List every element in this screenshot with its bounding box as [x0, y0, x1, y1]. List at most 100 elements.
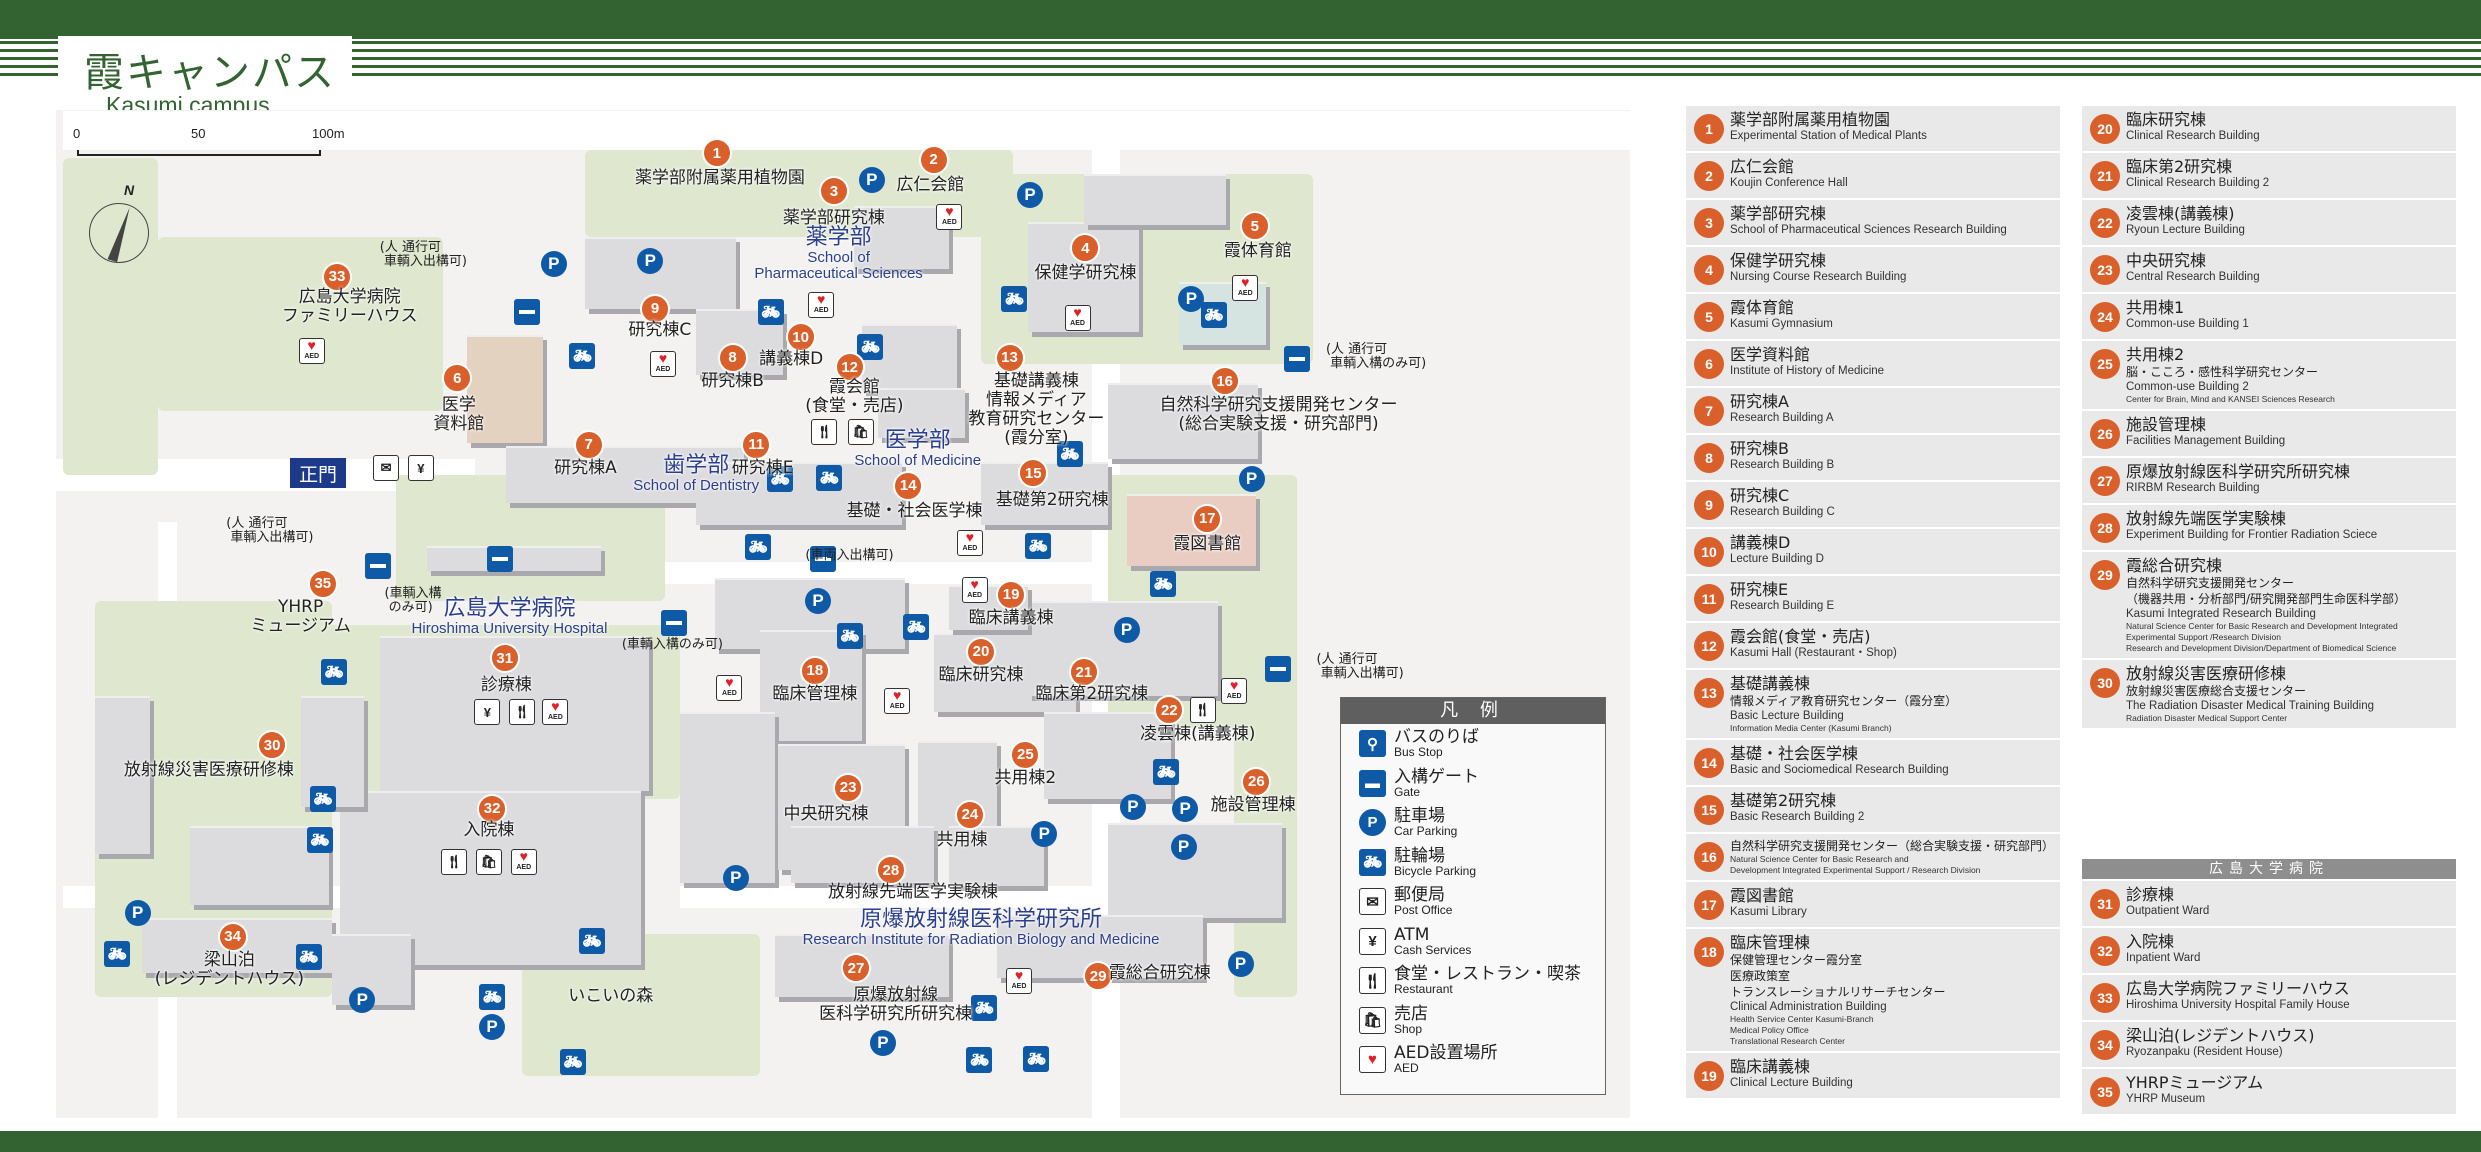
- map-label-17[interactable]: 霞図書館: [1173, 533, 1242, 554]
- map-marker-2[interactable]: 2: [918, 144, 949, 175]
- bicycle-icon[interactable]: 🚲︎: [1023, 1045, 1050, 1072]
- parking-icon[interactable]: P: [722, 865, 749, 892]
- map-marker-27[interactable]: 27: [841, 953, 872, 984]
- gate-icon[interactable]: [513, 298, 540, 325]
- bicycle-icon[interactable]: 🚲︎: [320, 659, 347, 686]
- parking-icon[interactable]: P: [1017, 181, 1044, 208]
- bicycle-icon[interactable]: 🚲︎: [1056, 441, 1083, 468]
- map-marker-15[interactable]: 15: [1018, 458, 1049, 489]
- parking-icon[interactable]: P: [124, 899, 151, 926]
- parking-icon[interactable]: P: [1113, 616, 1140, 643]
- map-label-16[interactable]: 自然科学研究支援開発センター (総合実験支援・研究部門): [1159, 394, 1398, 434]
- parking-icon[interactable]: P: [1178, 286, 1205, 313]
- bicycle-icon[interactable]: 🚲︎: [295, 944, 322, 971]
- parking-icon[interactable]: P: [1238, 466, 1265, 493]
- bicycle-icon[interactable]: 🚲︎: [836, 623, 863, 650]
- bicycle-icon[interactable]: 🚲︎: [1153, 759, 1180, 786]
- parking-icon[interactable]: P: [479, 1013, 506, 1040]
- gate-icon[interactable]: [661, 610, 688, 637]
- map-label-6[interactable]: 医学 資料館: [433, 394, 485, 434]
- map-marker-28[interactable]: 28: [875, 855, 906, 886]
- map-label-21[interactable]: 臨床第2研究棟: [1035, 684, 1149, 705]
- bicycle-icon[interactable]: 🚲︎: [306, 827, 333, 854]
- map-label-12[interactable]: 霞会館 (食堂・売店): [805, 377, 904, 417]
- map-marker-12[interactable]: 12: [834, 352, 865, 383]
- map-label-23[interactable]: 中央研究棟: [783, 804, 869, 825]
- map-label-22[interactable]: 凌雲棟(講義棟): [1140, 723, 1256, 744]
- map-marker-22[interactable]: 22: [1154, 695, 1185, 726]
- map-marker-29[interactable]: 29: [1083, 961, 1114, 992]
- map-marker-3[interactable]: 3: [818, 176, 849, 207]
- map-label-10[interactable]: 講義棟D: [759, 348, 824, 369]
- map-marker-4[interactable]: 4: [1070, 233, 1101, 264]
- parking-icon[interactable]: P: [1227, 950, 1254, 977]
- main-gate-label[interactable]: 正門: [290, 458, 346, 488]
- map-marker-13[interactable]: 13: [994, 342, 1025, 373]
- bicycle-icon[interactable]: 🚲︎: [479, 983, 506, 1010]
- bicycle-icon[interactable]: 🚲︎: [971, 994, 998, 1021]
- map-marker-7[interactable]: 7: [573, 429, 604, 460]
- gate-icon[interactable]: [809, 545, 836, 572]
- parking-icon[interactable]: P: [540, 251, 567, 278]
- map-marker-26[interactable]: 26: [1241, 766, 1272, 797]
- map-label-29[interactable]: 霞総合研究棟: [1108, 962, 1211, 983]
- map-label-28[interactable]: 放射線先端医学実験棟: [827, 881, 998, 902]
- bicycle-icon[interactable]: 🚲︎: [1024, 532, 1051, 559]
- map-label-33[interactable]: 広島大学病院 ファミリーハウス: [281, 286, 418, 326]
- map-label-1[interactable]: 薬学部附属薬用植物園: [634, 168, 805, 189]
- map-marker-18[interactable]: 18: [799, 655, 830, 686]
- map-marker-19[interactable]: 19: [996, 579, 1027, 610]
- map-marker-17[interactable]: 17: [1192, 503, 1223, 534]
- bicycle-icon[interactable]: 🚲︎: [1200, 301, 1227, 328]
- map-label-20[interactable]: 臨床研究棟: [938, 665, 1024, 686]
- gate-icon[interactable]: [365, 553, 392, 580]
- parking-icon[interactable]: P: [869, 1029, 896, 1056]
- map-marker-1[interactable]: 1: [701, 138, 732, 169]
- bicycle-icon[interactable]: 🚲︎: [767, 466, 794, 493]
- map-marker-25[interactable]: 25: [1010, 739, 1041, 770]
- bicycle-icon[interactable]: 🚲︎: [1149, 570, 1176, 597]
- gate-icon[interactable]: [1265, 656, 1292, 683]
- bicycle-icon[interactable]: 🚲︎: [903, 613, 930, 640]
- map-marker-35[interactable]: 35: [307, 568, 338, 599]
- parking-icon[interactable]: P: [1170, 833, 1197, 860]
- map-marker-6[interactable]: 6: [442, 363, 473, 394]
- map-label-25[interactable]: 共用棟2: [994, 767, 1057, 788]
- map-label-11[interactable]: 研究棟E: [731, 457, 794, 478]
- map-label-27[interactable]: 原爆放射線 医科学研究所研究棟: [819, 984, 973, 1024]
- map-label-2[interactable]: 広仁会館: [896, 174, 965, 195]
- map-label-7[interactable]: 研究棟A: [554, 457, 617, 478]
- map-label-30[interactable]: 放射線災害医療研修棟: [123, 760, 294, 781]
- map-marker-33[interactable]: 33: [322, 261, 353, 292]
- map-label-34[interactable]: 梁山泊 (レジデントハウス): [154, 949, 305, 989]
- bicycle-icon[interactable]: 🚲︎: [559, 1048, 586, 1075]
- map-marker-16[interactable]: 16: [1209, 366, 1240, 397]
- bicycle-icon[interactable]: 🚲︎: [1001, 286, 1028, 313]
- parking-icon[interactable]: P: [637, 248, 664, 275]
- bicycle-icon[interactable]: 🚲︎: [104, 941, 131, 968]
